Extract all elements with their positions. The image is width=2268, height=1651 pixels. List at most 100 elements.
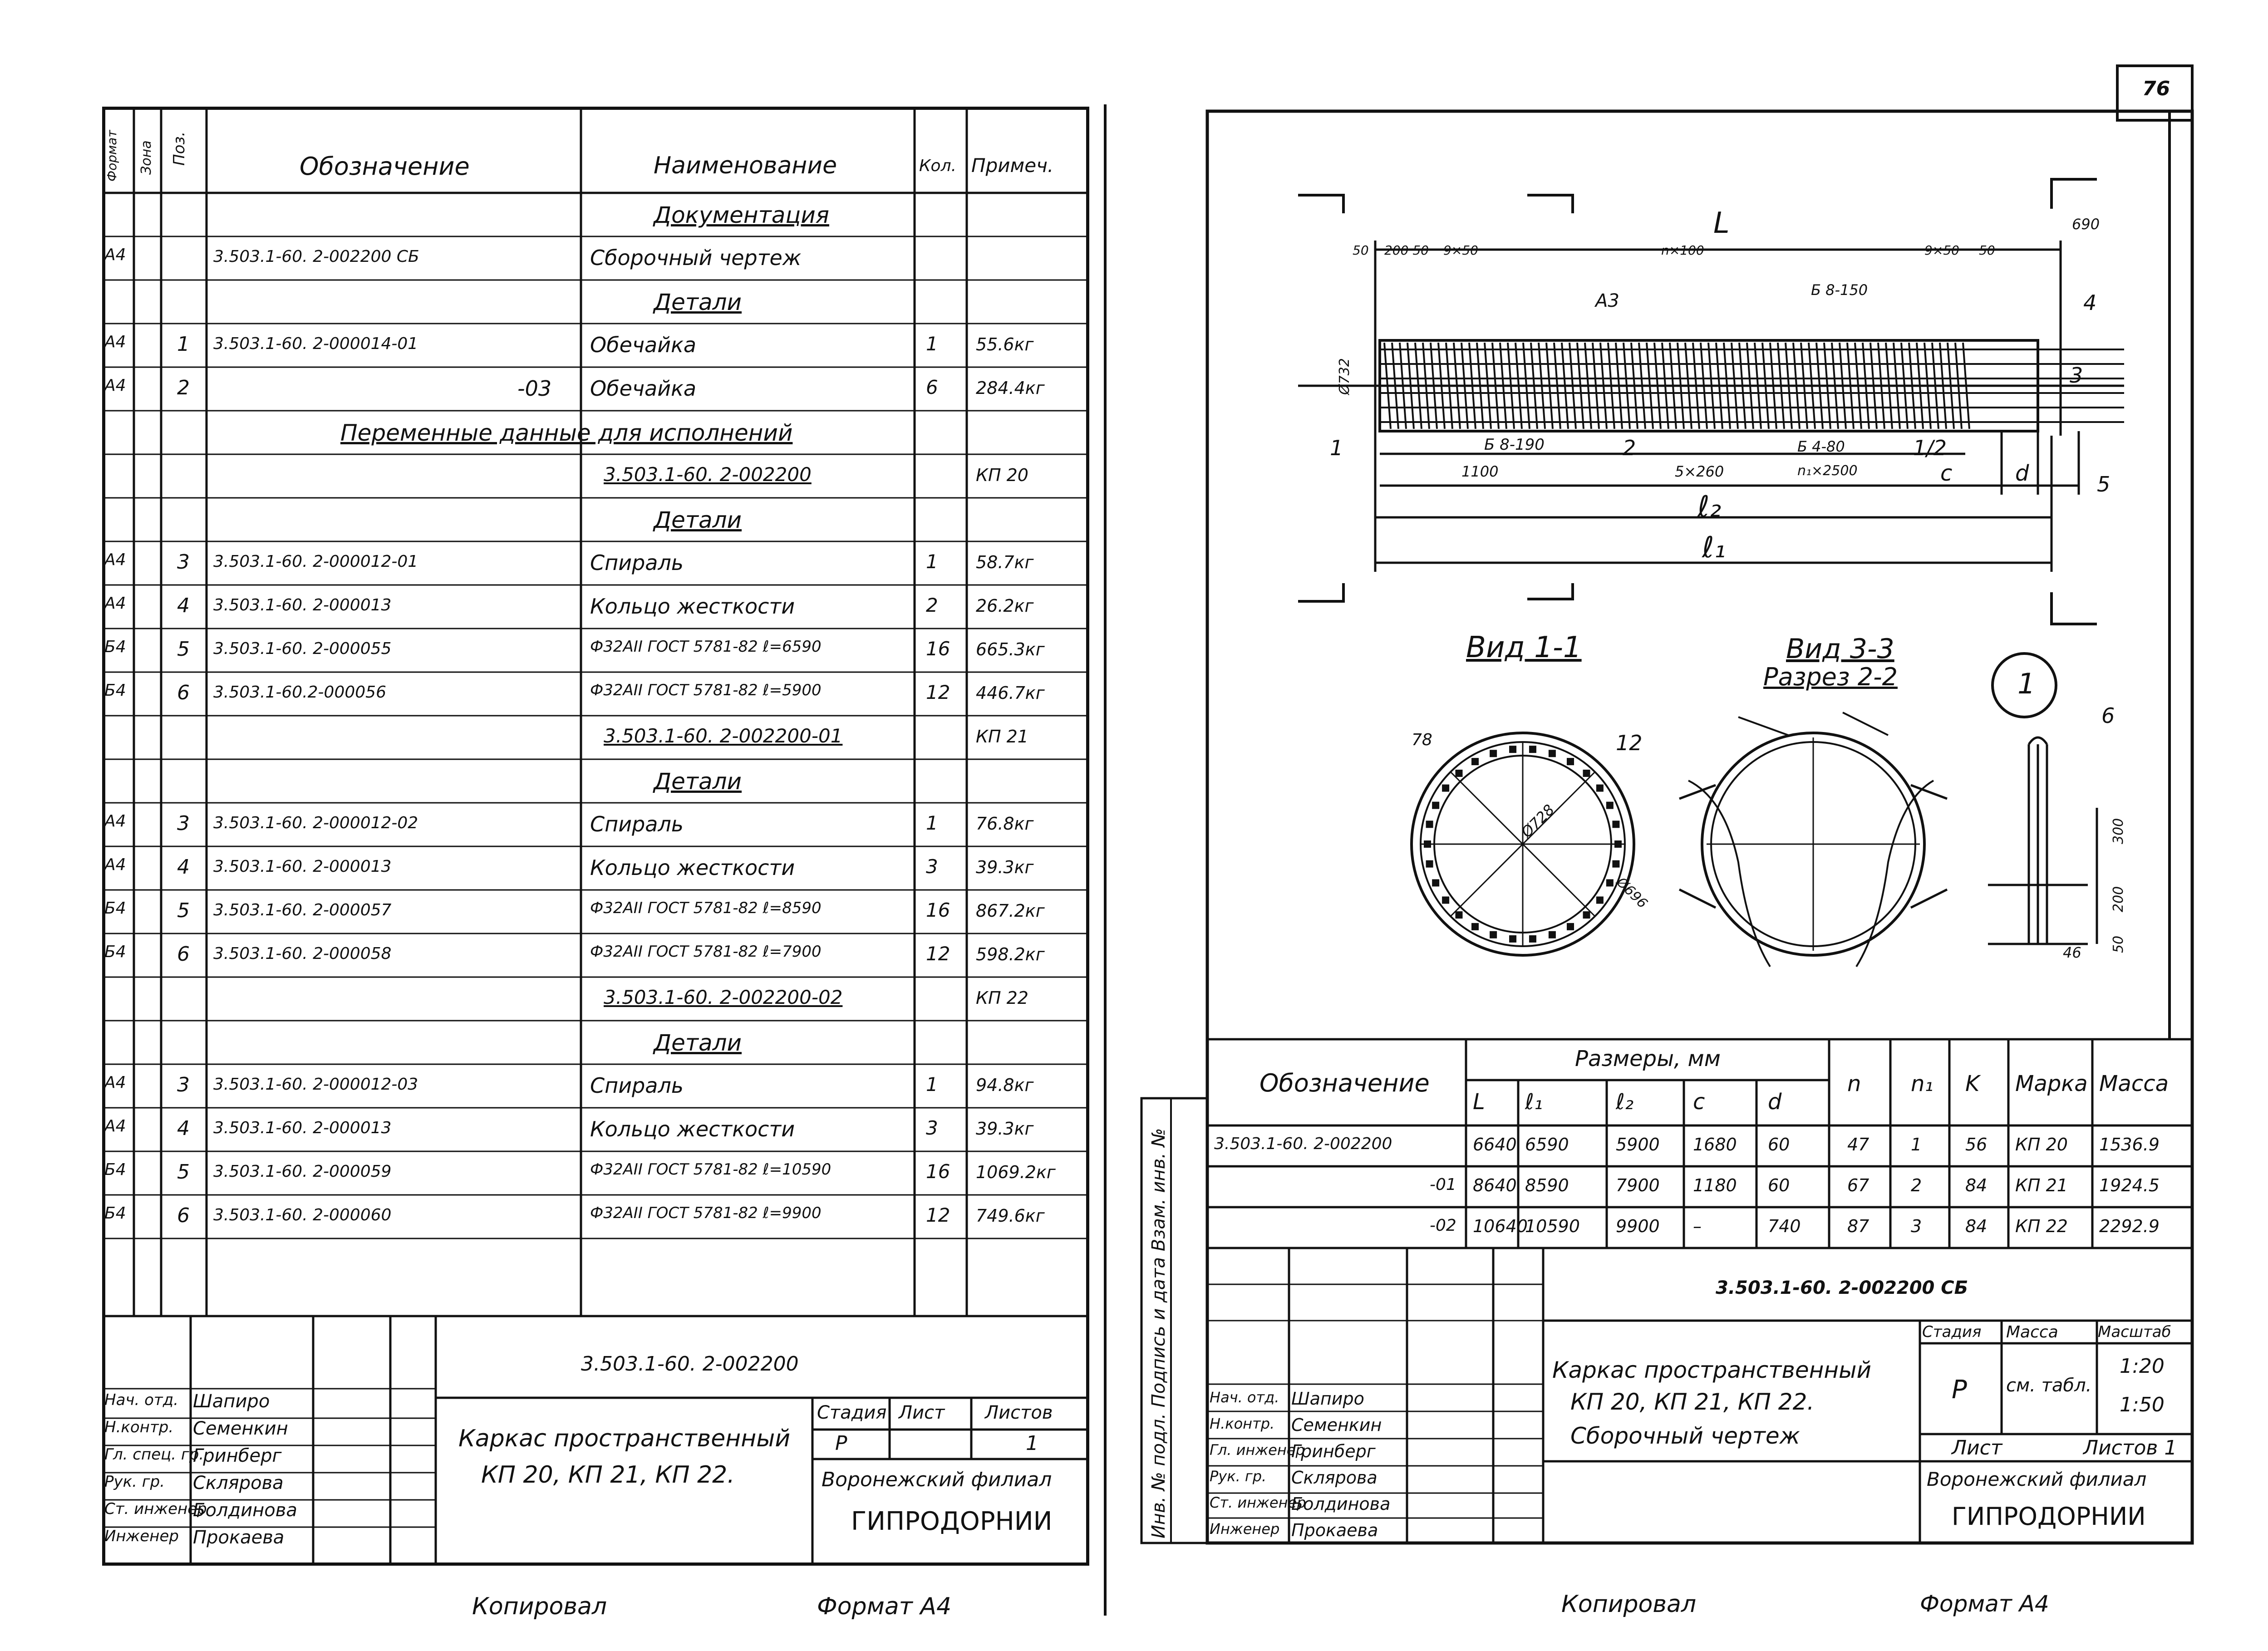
signatory-role: Ст. инженер	[104, 1500, 207, 1518]
position-mark: 5	[2097, 472, 2111, 496]
row-format: Б4	[104, 899, 126, 918]
left-title-people-lines	[102, 1388, 436, 1528]
row-designation: 3.503.1-60. 2-000013	[213, 1119, 392, 1137]
table-cell: 6590	[1525, 1135, 1569, 1155]
table-designation-header: Обозначение	[1259, 1069, 1430, 1097]
signatory-name: Семенкин	[1291, 1415, 1382, 1435]
row-position: 3	[177, 1073, 190, 1096]
table-column-header: Марка	[2015, 1071, 2088, 1096]
row-section-heading: Документация	[654, 202, 829, 228]
table-cell: 6640	[1473, 1135, 1517, 1155]
dimension-label: 50	[1979, 243, 1995, 258]
table-cell: КП 20	[2015, 1135, 2068, 1155]
table-cell: 56	[1965, 1135, 1988, 1155]
detail-1-drawing	[1988, 652, 2098, 945]
row-format: А4	[104, 1073, 126, 1092]
signatory-role: Ст. инженер	[1210, 1494, 1306, 1511]
view-3-3-drawing	[1678, 712, 1948, 968]
row-quantity: 1	[926, 1073, 938, 1096]
row-quantity: 3	[926, 1117, 938, 1139]
left-sheets-label: Листов	[985, 1402, 1053, 1423]
row-variant-code: 3.503.1-60. 2-002200	[604, 463, 812, 486]
position-mark: 6	[2101, 703, 2115, 728]
right-title-people-lines	[1207, 1283, 1543, 1519]
row-quantity: 1	[926, 550, 938, 573]
row-designation: 3.503.1-60. 2-000012-03	[213, 1075, 418, 1094]
right-code: 3.503.1-60. 2-002200 СБ	[1716, 1278, 1968, 1298]
page-number: 76	[2142, 77, 2170, 100]
header-zone: Зона	[138, 140, 154, 175]
table-column-header: K	[1965, 1071, 1980, 1096]
table-cell: 84	[1965, 1216, 1988, 1236]
signatory-role: Н.контр.	[1210, 1415, 1275, 1432]
signatory-role: Рук. гр.	[1210, 1468, 1267, 1485]
label-l2: ℓ₂	[1697, 490, 1722, 524]
row-position: 6	[177, 1204, 190, 1227]
signatory-role: Нач. отд.	[104, 1391, 179, 1409]
row-quantity: 1	[926, 812, 938, 834]
dimension-label: 50	[1353, 243, 1369, 258]
left-footer-format: Формат А4	[817, 1593, 952, 1620]
table-cell: –	[1693, 1216, 1702, 1236]
row-position: 3	[177, 812, 190, 835]
row-format: А4	[104, 855, 126, 874]
table-cell: 87	[1847, 1216, 1870, 1236]
table-cell: 740	[1768, 1216, 1801, 1236]
label-46: 46	[2063, 944, 2081, 961]
row-position: 4	[177, 594, 190, 617]
left-footer-copied: Копировал	[472, 1593, 607, 1620]
row-format: А4	[104, 812, 126, 830]
row-position: 6	[177, 681, 190, 704]
row-designation: 3.503.1-60. 2-002200 СБ	[213, 247, 419, 266]
left-title-block-grid	[102, 1315, 1089, 1566]
header-note: Примеч.	[971, 154, 1054, 177]
right-footer-copied: Копировал	[1561, 1591, 1697, 1618]
table-cell: 60	[1768, 1135, 1790, 1155]
right-scale-label: Масштаб	[2098, 1323, 2171, 1341]
right-title-block-grid	[1288, 1248, 2192, 1543]
table-column-header: c	[1693, 1089, 1705, 1115]
section-2-2-title: Разрез 2-2	[1763, 663, 1898, 691]
table-column-header: n₁	[1911, 1071, 1933, 1096]
row-format: Б4	[104, 1204, 126, 1223]
row-format: А4	[104, 550, 126, 569]
row-name: Спираль	[590, 812, 684, 836]
dimension-label: n×100	[1661, 243, 1704, 258]
table-column-header: n	[1847, 1071, 1861, 1096]
row-designation: 3.503.1-60. 2-000059	[213, 1162, 392, 1181]
table-cell: 60	[1768, 1175, 1790, 1195]
row-note: 665.3кг	[976, 639, 1045, 659]
row-position: 5	[177, 638, 190, 661]
table-column-header: ℓ₁	[1525, 1089, 1543, 1115]
row-quantity: 16	[926, 638, 950, 660]
signatory-name: Болдинова	[193, 1500, 297, 1521]
label-d: d	[2015, 461, 2029, 486]
dimension-label: 9×50	[1924, 243, 1959, 258]
label-L: L	[1713, 206, 1730, 240]
header-format: Формат	[104, 130, 119, 182]
row-note: КП 22	[976, 988, 1028, 1008]
table-cell: 3	[1911, 1216, 1922, 1236]
table-column-header: L	[1473, 1089, 1485, 1115]
row-position: 1	[177, 333, 190, 356]
dimension-label: 200 50	[1384, 243, 1429, 258]
row-note: 598.2кг	[976, 944, 1045, 964]
row-format: А4	[104, 594, 126, 613]
position-mark: 4	[2083, 290, 2097, 315]
label-50: 50	[2111, 935, 2126, 953]
left-stage: Р	[835, 1432, 847, 1455]
label-pitch-b: Б 8-150	[1811, 281, 1868, 299]
label-5x260: 5×260	[1675, 463, 1724, 480]
row-name: Кольцо жесткости	[590, 594, 795, 619]
left-row-lines	[102, 236, 1089, 1239]
label-300: 300	[2111, 818, 2126, 844]
row-note: 867.2кг	[976, 901, 1045, 921]
table-column-header: Масса	[2099, 1071, 2169, 1096]
table-cell: 10590	[1525, 1216, 1580, 1236]
signatory-role: Инженер	[1210, 1520, 1280, 1538]
signatory-name: Шапиро	[1291, 1389, 1364, 1409]
row-format: А4	[104, 1117, 126, 1135]
cage-main-view	[1298, 178, 2124, 625]
left-title-line1: Каркас пространственный	[458, 1425, 791, 1452]
side-labels: Инв. № подл. Подпись и дата Взам. инв. №	[1148, 1128, 1169, 1538]
